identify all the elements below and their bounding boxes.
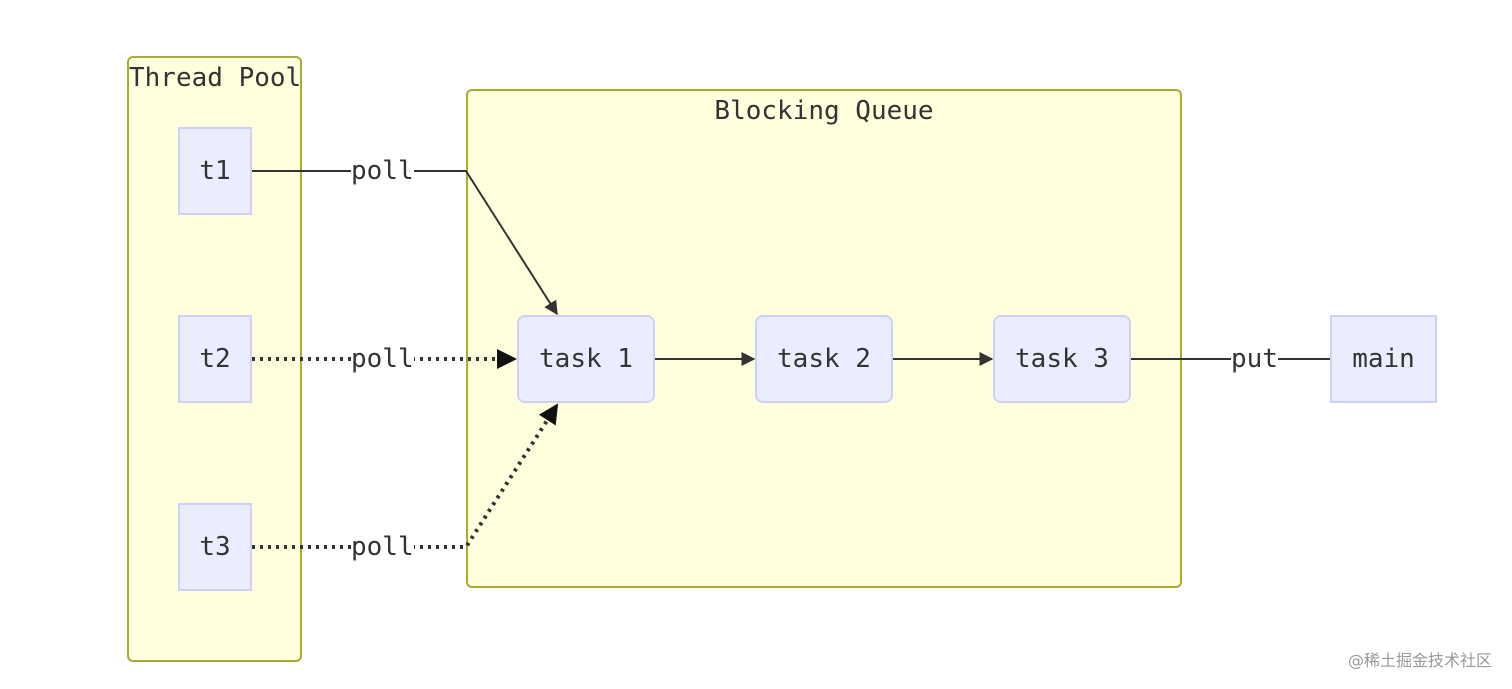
edge-label-t1-poll: poll [351,156,414,186]
node-task-1: task 1 [517,315,655,403]
node-t2: t2 [178,315,252,403]
edge-t3-task1 [252,403,559,549]
edge-label-main-put: put [1231,344,1278,374]
edge-t1-task1 [252,170,558,316]
node-main: main [1330,315,1437,403]
node-task-3: task 3 [993,315,1131,403]
edge-label-t3-poll: poll [351,532,414,562]
edge-label-t2-poll: poll [351,344,414,374]
node-t3: t3 [178,503,252,591]
node-task-2: task 2 [755,315,893,403]
thread-pool-title: Thread Pool [129,63,302,93]
node-t1: t1 [178,127,252,215]
watermark-text: @稀土掘金技术社区 [1347,651,1492,670]
blocking-queue-title: Blocking Queue [714,96,934,126]
